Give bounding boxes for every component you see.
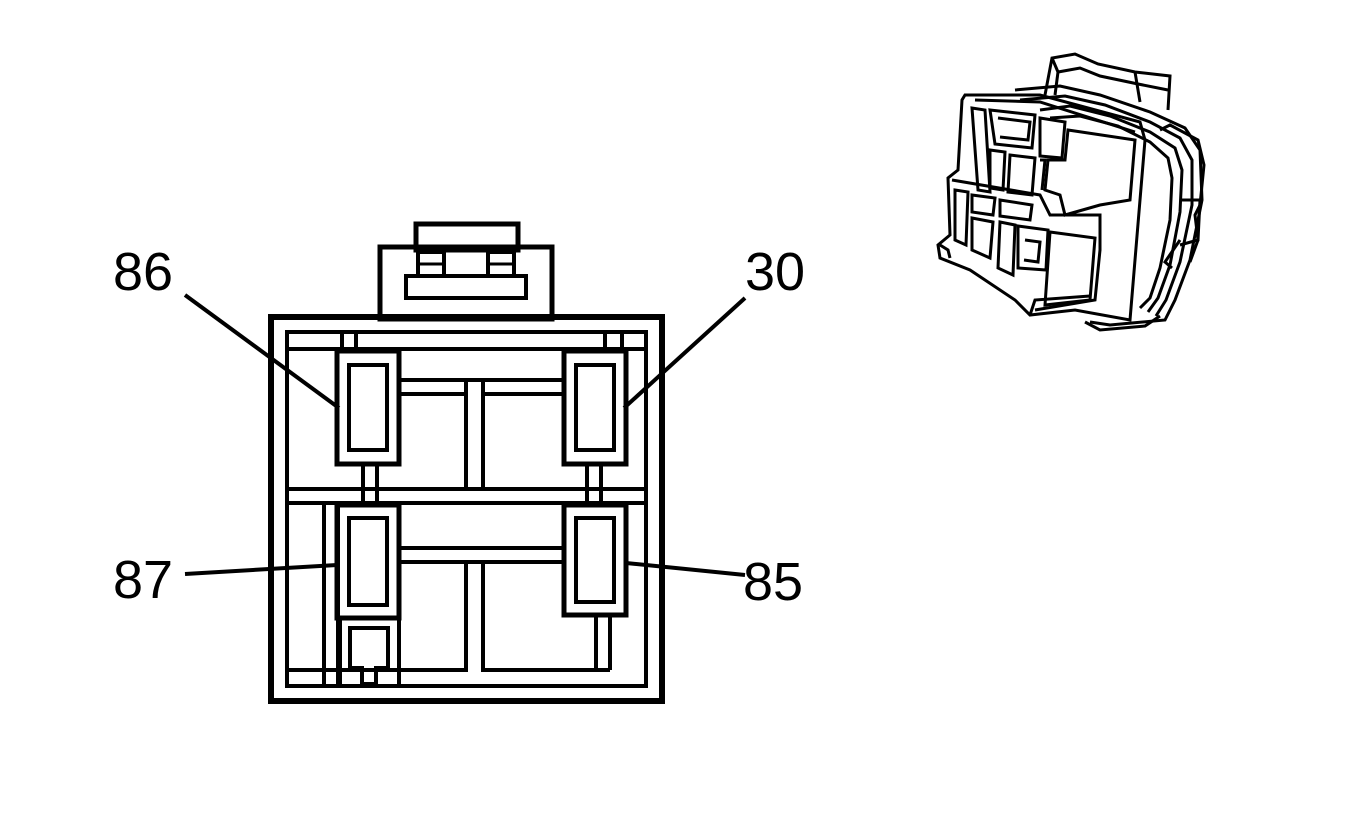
connector-face-view: 86 30 87 85: [113, 221, 805, 704]
terminal-cavity-86: [334, 348, 402, 467]
pin-label-87: 87: [113, 550, 173, 610]
leader-line-85: [625, 561, 746, 577]
connector-isometric-view: [936, 52, 1206, 332]
pin-label-85: 85: [743, 552, 803, 612]
pin-label-30: 30: [745, 242, 805, 302]
terminal-cavity-85: [561, 502, 629, 618]
leader-line-86: [183, 293, 341, 410]
keyed-slot: [338, 616, 401, 688]
leader-line-87: [184, 563, 338, 576]
locking-tab: [377, 221, 555, 322]
connector-housing: [268, 314, 665, 704]
leader-line-30: [622, 296, 747, 410]
pin-label-86: 86: [113, 242, 173, 302]
terminal-cavity-87: [334, 502, 402, 621]
terminal-cavity-30: [561, 348, 629, 467]
leader-lines: [183, 293, 747, 577]
